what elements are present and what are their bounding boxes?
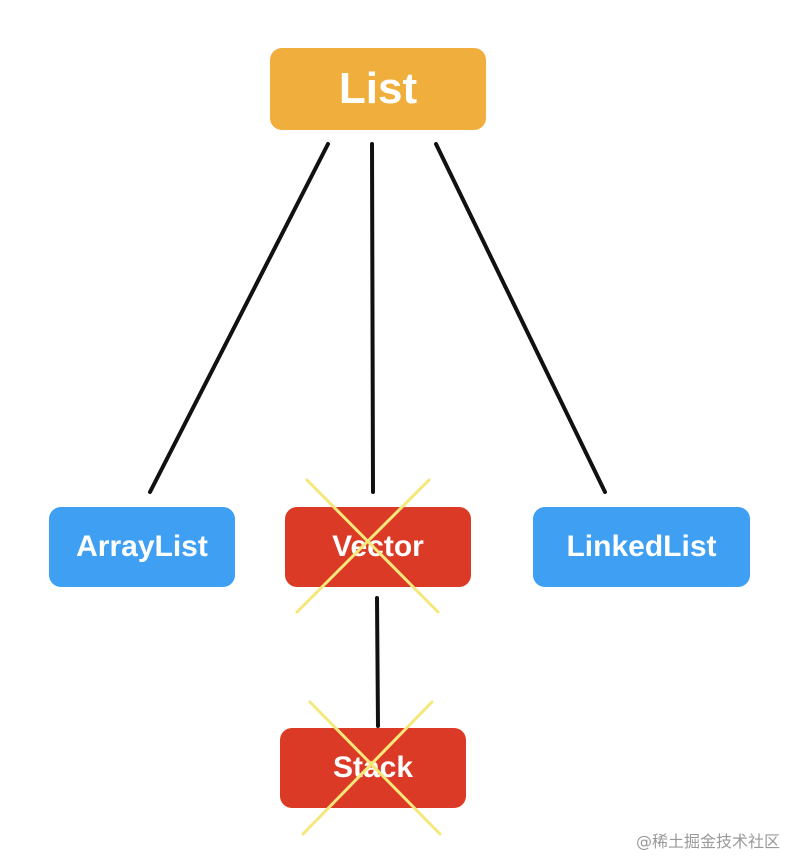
node-vector-label: Vector — [332, 530, 424, 563]
watermark-text: @稀土掘金技术社区 — [635, 832, 780, 851]
node-arraylist-label: ArrayList — [76, 530, 208, 563]
node-stack-label: Stack — [332, 751, 414, 784]
edge-list-to-linkedlist — [434, 142, 607, 494]
node-list-label: List — [338, 64, 418, 113]
node-vector: Vector — [285, 507, 471, 587]
edge-list-to-vector — [370, 142, 375, 494]
node-stack: Stack — [280, 728, 466, 808]
edge-list-to-arraylist — [148, 142, 330, 494]
node-arraylist: ArrayList — [49, 507, 235, 587]
edge-vector-to-stack — [375, 596, 380, 728]
node-list: List — [270, 48, 486, 130]
node-linkedlist-label: LinkedList — [566, 530, 717, 563]
node-linkedlist: LinkedList — [533, 507, 750, 587]
